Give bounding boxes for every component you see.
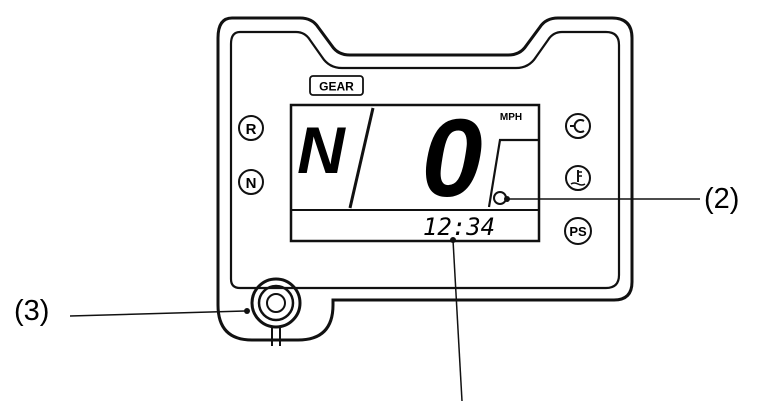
callout-label-3: (3) <box>14 295 49 327</box>
power-steering-indicator <box>564 217 592 245</box>
power-steering-label: PS <box>569 224 587 239</box>
gear-label-box <box>309 75 364 96</box>
callout-line-clock <box>452 239 463 401</box>
callout-dot-clock <box>450 237 456 243</box>
speed-display: 0 <box>421 97 482 220</box>
panel-bezel <box>229 30 621 290</box>
callout-dot-3 <box>244 308 250 314</box>
lcd-screen <box>289 103 541 243</box>
gear-display: N <box>297 113 346 187</box>
callout-line-3 <box>69 310 246 317</box>
engine-warning-icon <box>565 113 591 139</box>
neutral-indicator-label: N <box>246 175 257 192</box>
lcd-bracket <box>487 138 539 208</box>
speed-unit: MPH <box>500 112 522 123</box>
panel-housing <box>216 16 634 342</box>
reverse-indicator <box>238 115 264 141</box>
callout-label-2: (2) <box>704 183 739 215</box>
lcd-slash <box>348 107 375 209</box>
gear-label: GEAR <box>319 80 354 94</box>
reverse-indicator-label: R <box>246 121 257 138</box>
coolant-temp-icon <box>565 165 591 191</box>
clock-display: 12:34 <box>423 213 495 241</box>
mode-button <box>250 277 302 346</box>
neutral-indicator <box>238 169 264 195</box>
